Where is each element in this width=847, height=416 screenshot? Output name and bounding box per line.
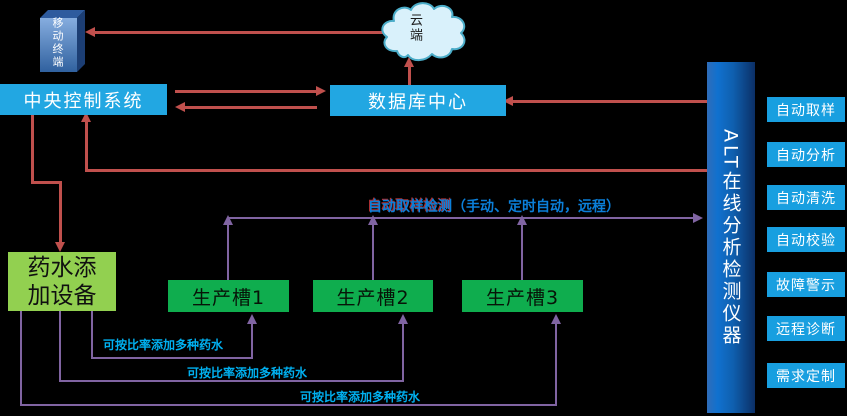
mobile-terminal-3d-icon	[40, 10, 85, 72]
central-control-label: 中央控制系统	[23, 90, 144, 112]
arrowhead-up-icon	[517, 215, 527, 225]
feature-label: 远程诊断	[776, 321, 836, 338]
sampling-annotation-secondary: （手动、定时自动，远程）	[452, 199, 620, 215]
feature-box-auto-analysis[interactable]: 自动分析	[767, 142, 845, 167]
chem-ratio-label-2: 可按比率添加多种药水	[187, 366, 308, 380]
arrowhead-left-icon	[503, 96, 513, 106]
feature-label: 故障警示	[776, 277, 836, 294]
cloud-label[interactable]: 云端	[407, 13, 422, 43]
database-center-label: 数据库中心	[368, 91, 468, 113]
feature-label: 自动清洗	[776, 190, 836, 207]
chem-ratio-label-3: 可按比率添加多种药水	[300, 390, 421, 404]
arrowhead-right-icon	[316, 86, 326, 96]
central-control-node[interactable]: 中央控制系统	[0, 84, 167, 115]
arrowhead-up-icon	[368, 215, 378, 225]
tank2-label: 生产槽2	[336, 286, 410, 309]
feature-box-fault-alert[interactable]: 故障警示	[767, 272, 845, 297]
chemical-adder-label: 药水添加设备	[27, 254, 97, 309]
feature-box-remote-diagnosis[interactable]: 远程诊断	[767, 316, 845, 341]
feature-box-auto-calibration[interactable]: 自动校验	[767, 227, 845, 252]
arrowhead-left-icon	[175, 102, 185, 112]
mobile-terminal-label[interactable]: 移动终端	[51, 17, 64, 69]
feature-label: 自动校验	[776, 232, 836, 249]
feature-label: 自动取样	[776, 102, 836, 119]
arrowhead-up-icon	[223, 215, 233, 225]
cloud-icon	[381, 2, 466, 62]
arrowhead-left-icon	[85, 27, 95, 37]
feature-box-auto-sampling[interactable]: 自动取样	[767, 97, 845, 122]
sampling-annotation-primary: 自动取样检测	[368, 199, 452, 215]
feature-box-auto-cleaning[interactable]: 自动清洗	[767, 185, 845, 210]
feature-label: 需求定制	[776, 368, 836, 385]
feature-box-custom-demand[interactable]: 需求定制	[767, 363, 845, 388]
arrowhead-up-icon	[551, 314, 561, 324]
tank1-node[interactable]: 生产槽1	[168, 280, 289, 312]
alt-instrument-label: ALT在线分析检测仪器	[719, 128, 742, 347]
arrowhead-up-icon	[81, 112, 91, 122]
tank2-node[interactable]: 生产槽2	[313, 280, 433, 312]
arrowhead-right-icon	[693, 213, 703, 223]
arrowhead-up-icon	[247, 314, 257, 324]
arrowhead-up-icon	[404, 57, 414, 67]
tank1-label: 生产槽1	[191, 286, 266, 309]
chem-ratio-label-1: 可按比率添加多种药水	[103, 338, 224, 352]
tank3-label: 生产槽3	[485, 286, 560, 309]
database-center-node[interactable]: 数据库中心	[330, 85, 506, 116]
tank3-node[interactable]: 生产槽3	[462, 280, 583, 312]
arrowhead-down-icon	[55, 242, 65, 252]
sampling-annotation: 自动取样检测（手动、定时自动，远程）	[368, 196, 620, 216]
alt-instrument-node[interactable]: ALT在线分析检测仪器	[707, 62, 755, 413]
feature-label: 自动分析	[776, 147, 836, 164]
arrowhead-up-icon	[398, 314, 408, 324]
chemical-adder-node[interactable]: 药水添加设备	[8, 252, 116, 311]
